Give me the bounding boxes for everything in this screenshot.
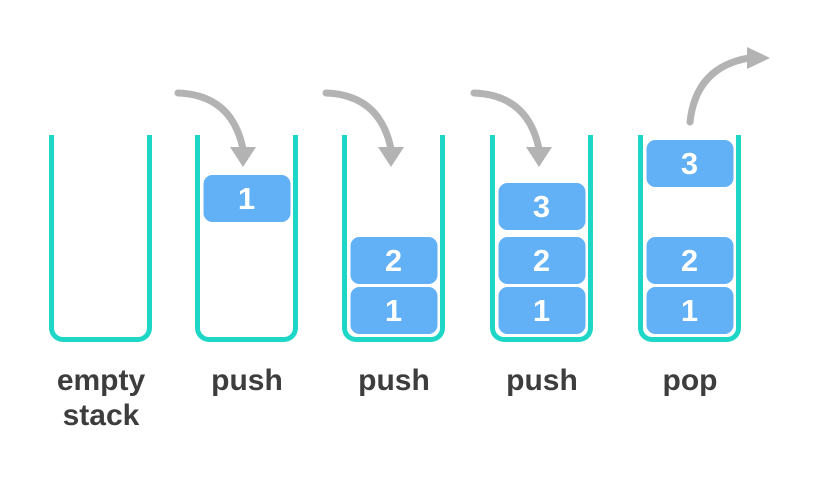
stack-block: 3 (498, 183, 585, 230)
push-arrow-icon (322, 89, 404, 167)
stage-label: push (211, 364, 283, 397)
stack-block: 1 (498, 287, 585, 334)
stack-well: 3 2 1 (490, 135, 593, 342)
stage-label: pop (662, 364, 718, 397)
stack-block: 1 (350, 287, 437, 334)
stack-well: 2 1 (342, 135, 445, 342)
stage-empty-stack: empty stack (49, 135, 152, 435)
stage-label: empty stack (56, 364, 146, 432)
stage-push-3: 3 2 1 push (490, 135, 593, 435)
stage-pop: 3 2 1 pop (638, 135, 741, 435)
stack-block: 2 (350, 237, 437, 284)
pop-arrow-icon (686, 47, 770, 126)
stack-block: 3 (646, 140, 733, 187)
stage-label: push (358, 364, 430, 397)
stage-push-2: 2 1 push (342, 135, 445, 435)
stack-block: 2 (498, 237, 585, 284)
stack-well: 1 (195, 135, 298, 342)
stack-block: 1 (646, 287, 733, 334)
stack-well (49, 135, 152, 342)
stage-label: push (506, 364, 578, 397)
push-arrow-icon (470, 89, 552, 167)
push-arrow-icon (174, 89, 256, 167)
stack-block: 1 (203, 175, 290, 222)
stage-push-1: 1 push (195, 135, 298, 435)
stack-block: 2 (646, 237, 733, 284)
stack-well: 3 2 1 (638, 135, 741, 342)
